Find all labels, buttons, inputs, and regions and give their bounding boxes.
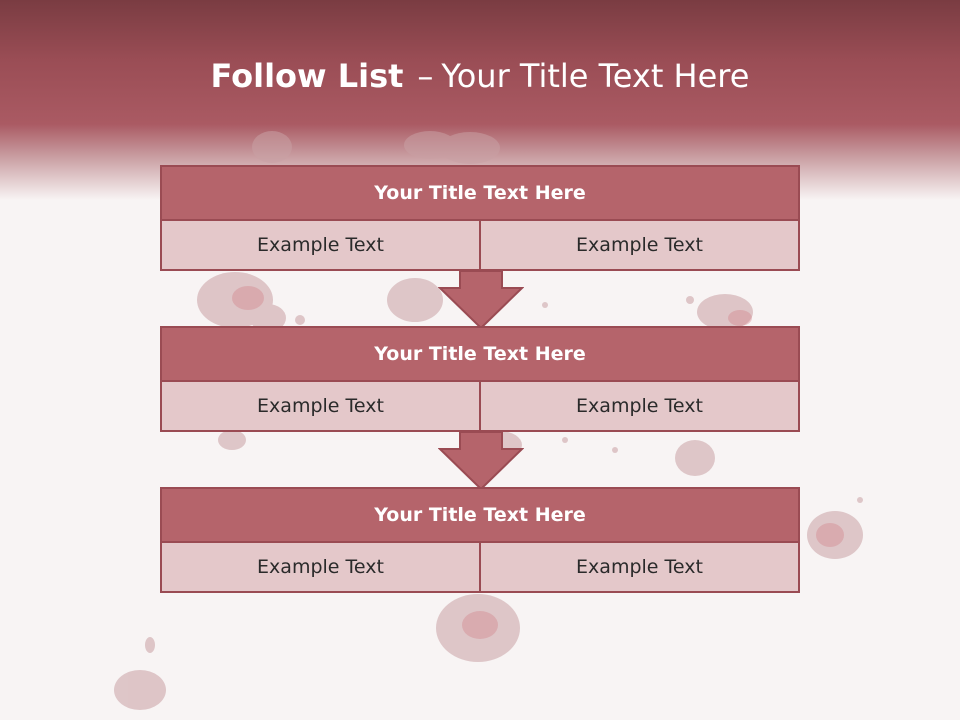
list-block-2: Your Title Text Here Example Text Exampl… bbox=[160, 326, 800, 432]
block-cell-left: Example Text bbox=[160, 382, 481, 432]
slide-title-rest: Your Title Text Here bbox=[441, 57, 750, 95]
block-cell-left: Example Text bbox=[160, 543, 481, 593]
slide-title: Follow List–Your Title Text Here bbox=[0, 56, 960, 96]
block-cell-right: Example Text bbox=[481, 221, 800, 271]
block-title: Your Title Text Here bbox=[160, 326, 800, 382]
block-cell-right: Example Text bbox=[481, 382, 800, 432]
down-arrow-icon bbox=[438, 270, 524, 330]
block-cell-right: Example Text bbox=[481, 543, 800, 593]
block-title: Your Title Text Here bbox=[160, 165, 800, 221]
block-title: Your Title Text Here bbox=[160, 487, 800, 543]
list-block-3: Your Title Text Here Example Text Exampl… bbox=[160, 487, 800, 593]
down-arrow-icon bbox=[438, 431, 524, 491]
block-row: Example Text Example Text bbox=[160, 221, 800, 271]
block-row: Example Text Example Text bbox=[160, 543, 800, 593]
list-block-1: Your Title Text Here Example Text Exampl… bbox=[160, 165, 800, 271]
block-row: Example Text Example Text bbox=[160, 382, 800, 432]
slide-title-bold: Follow List bbox=[210, 57, 404, 95]
slide-title-dash: – bbox=[417, 57, 434, 95]
block-cell-left: Example Text bbox=[160, 221, 481, 271]
